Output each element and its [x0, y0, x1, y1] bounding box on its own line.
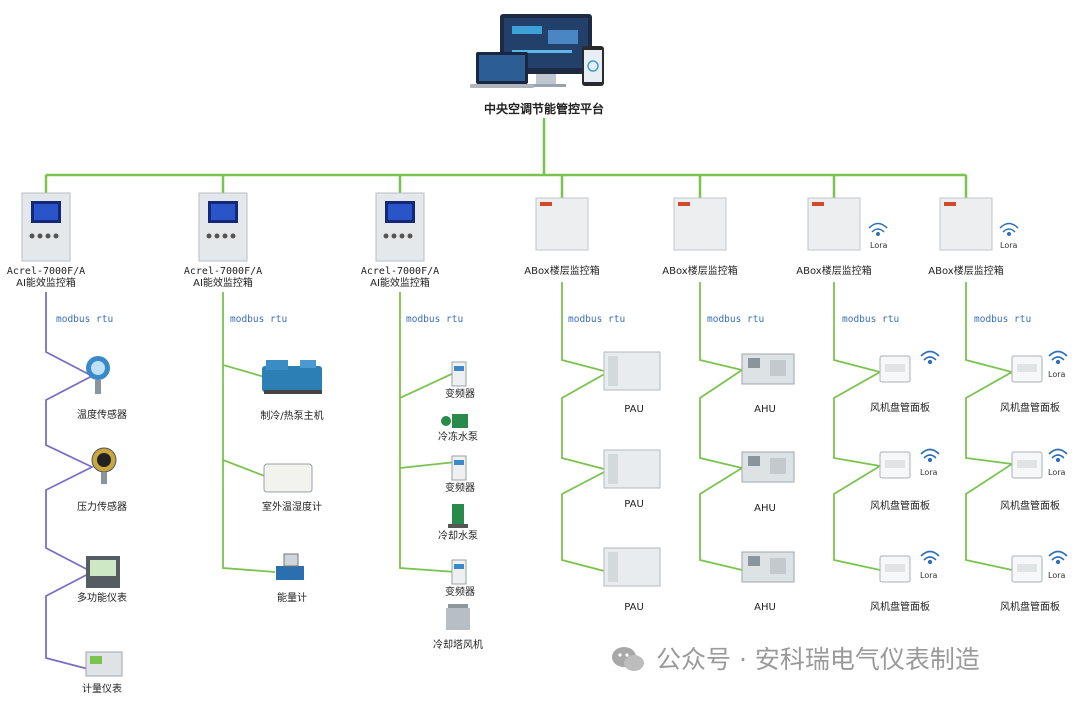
controller-name-label: AI能效监控箱 [370, 278, 430, 289]
device-label: AHU [754, 503, 776, 514]
chilled-water-pump-icon [441, 414, 468, 428]
abox-bus-3 [833, 282, 883, 571]
device-label: 压力传感器 [77, 502, 127, 513]
controller-cabinet-3 [375, 192, 425, 262]
device-label: 多功能仪表 [77, 593, 127, 604]
protocol-label: modbus rtu [56, 314, 114, 325]
protocol-label: modbus rtu [974, 314, 1032, 325]
abox-bus-2 [699, 282, 745, 571]
device-label: 风机盘管面板 [1000, 403, 1060, 414]
sensor-bus-3 [399, 292, 457, 573]
cooling-tower-fan-icon [446, 604, 470, 630]
device-label: 变频器 [445, 587, 475, 598]
multifunction-meter-icon [86, 556, 120, 588]
pau-unit-icon [603, 449, 661, 489]
device-label: 风机盘管面板 [870, 602, 930, 613]
pau-unit-icon [603, 351, 661, 391]
abox-bus-4 [965, 282, 1015, 571]
vfd-icon [451, 361, 467, 387]
temperature-sensor-icon [86, 356, 110, 394]
lora-label: Lora [1048, 571, 1066, 580]
outdoor-thermo-hygrometer-icon [263, 463, 313, 493]
device-label: 变频器 [445, 389, 475, 400]
device-label: 冷却水泵 [438, 531, 478, 542]
wifi-icon [868, 222, 888, 236]
ahu-unit-icon [741, 451, 795, 483]
wechat-icon [612, 647, 644, 671]
fcu-panel-icon [1011, 355, 1043, 383]
device-label: 冷冻水泵 [438, 432, 478, 443]
device-label: 风机盘管面板 [870, 501, 930, 512]
device-label: 冷却塔风机 [433, 640, 483, 651]
sensor-bus-2 [222, 292, 276, 573]
fcu-panel-icon [1011, 451, 1043, 479]
abox-label: ABox楼层监控箱 [662, 266, 738, 277]
abox-label: ABox楼层监控箱 [928, 266, 1004, 277]
protocol-label: modbus rtu [406, 314, 464, 325]
device-label: 能量计 [277, 593, 307, 604]
chiller-icon [262, 360, 322, 394]
device-label: 风机盘管面板 [1000, 602, 1060, 613]
lora-label: Lora [1000, 241, 1018, 250]
lora-label: Lora [920, 468, 938, 477]
device-label: AHU [754, 602, 776, 613]
controller-model-label: Acrel-7000F/A [360, 266, 440, 277]
device-label: 计量仪表 [82, 684, 122, 695]
abox-label: ABox楼层监控箱 [524, 266, 600, 277]
abox-cabinet-3 [807, 197, 861, 251]
device-label: PAU [624, 499, 644, 510]
platform-devices-icon [470, 14, 604, 88]
controller-model-label: Acrel-7000F/A [6, 266, 86, 277]
protocol-label: modbus rtu [707, 314, 765, 325]
fcu-panel-icon [1011, 555, 1043, 583]
device-label: 室外温湿度计 [262, 502, 322, 513]
energy-meter-icon [85, 651, 123, 677]
vfd-icon [451, 455, 467, 481]
protocol-label: modbus rtu [230, 314, 288, 325]
pau-unit-icon [603, 547, 661, 587]
lora-label: Lora [920, 571, 938, 580]
protocol-label: modbus rtu [842, 314, 900, 325]
heat-meter-icon [276, 553, 304, 580]
watermark-text: 公众号 · 安科瑞电气仪表制造 [656, 645, 980, 674]
ahu-unit-icon [741, 551, 795, 583]
device-label: 风机盘管面板 [870, 403, 930, 414]
protocol-label: modbus rtu [568, 314, 626, 325]
device-label: 变频器 [445, 483, 475, 494]
controller-name-label: AI能效监控箱 [16, 278, 76, 289]
abox-bus-1 [561, 282, 611, 573]
controller-cabinet-2 [198, 192, 248, 262]
lora-label: Lora [870, 241, 888, 250]
abox-label: ABox楼层监控箱 [796, 266, 872, 277]
lora-label: Lora [1048, 468, 1066, 477]
controller-cabinet-1 [21, 192, 71, 262]
abox-cabinet-1 [535, 197, 589, 251]
wifi-icon [999, 222, 1019, 236]
pressure-sensor-icon [91, 447, 117, 484]
cooling-water-pump-icon [448, 504, 468, 528]
sensor-bus-1 [45, 292, 95, 671]
device-label: 制冷/热泵主机 [260, 411, 324, 422]
device-label: AHU [754, 404, 776, 415]
fcu-panel-icon [879, 355, 911, 383]
device-label: 温度传感器 [77, 410, 127, 421]
wifi-icon [920, 350, 1068, 565]
ahu-unit-icon [741, 353, 795, 385]
device-label: PAU [624, 404, 644, 415]
fcu-panel-icon [879, 451, 911, 479]
platform-title: 中央空调节能管控平台 [483, 102, 605, 116]
abox-cabinet-2 [673, 197, 727, 251]
controller-model-label: Acrel-7000F/A [183, 266, 263, 277]
abox-cabinet-4 [939, 197, 993, 251]
vfd-icon [451, 559, 467, 585]
device-label: 风机盘管面板 [1000, 501, 1060, 512]
lora-label: Lora [1048, 370, 1066, 379]
fcu-panel-icon [879, 555, 911, 583]
device-label: PAU [624, 602, 644, 613]
controller-name-label: AI能效监控箱 [193, 278, 253, 289]
